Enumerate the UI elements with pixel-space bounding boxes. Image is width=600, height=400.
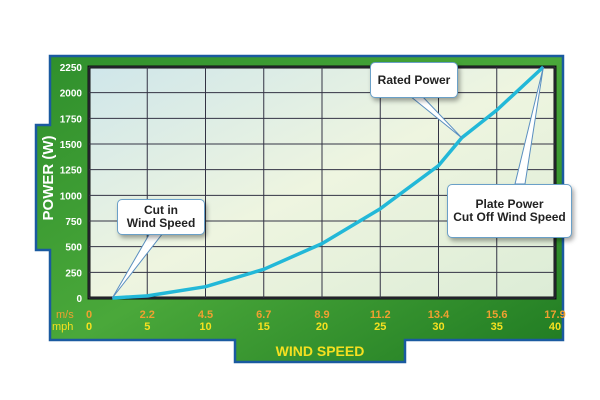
callout-cut-in-line1: Cut in bbox=[144, 203, 178, 217]
x-tick-ms: 8.9 bbox=[314, 309, 329, 321]
ms-unit-label: m/s bbox=[56, 309, 74, 321]
callout-cut-off-line2: Cut Off Wind Speed bbox=[453, 210, 566, 224]
y-tick-label: 1750 bbox=[60, 114, 83, 125]
y-tick-label: 1500 bbox=[60, 140, 83, 151]
y-tick-label: 500 bbox=[65, 243, 82, 254]
mph-unit-label: mph bbox=[52, 321, 73, 333]
callout-cut-off-line1: Plate Power bbox=[475, 197, 544, 211]
x-tick-mph: 40 bbox=[549, 321, 561, 333]
x-tick-ms: 17.9 bbox=[544, 309, 565, 321]
power-curve-line bbox=[112, 65, 545, 300]
callout-rated-power-text: Rated Power bbox=[377, 72, 451, 87]
callout-cut-in: Cut in Wind Speed bbox=[117, 199, 205, 235]
x-tick-ms: 6.7 bbox=[256, 309, 271, 321]
x-tick-mph: 30 bbox=[432, 321, 444, 333]
grid-lines bbox=[88, 66, 556, 299]
callout-cut-off: Plate Power Cut Off Wind Speed bbox=[447, 184, 572, 238]
y-tick-label: 2000 bbox=[60, 89, 83, 100]
x-tick-mph: 35 bbox=[491, 321, 503, 333]
x-tick-ms: 2.2 bbox=[140, 309, 155, 321]
x-tick-mph: 15 bbox=[258, 321, 270, 333]
x-tick-ms: 11.2 bbox=[370, 309, 391, 321]
x-tick-mph: 5 bbox=[144, 321, 150, 333]
x-tick-mph: 10 bbox=[199, 321, 211, 333]
y-tick-label: 1250 bbox=[60, 166, 83, 177]
x-tick-mph: 20 bbox=[316, 321, 328, 333]
y-tick-label: 750 bbox=[65, 217, 82, 228]
x-tick-ms: 15.6 bbox=[486, 309, 507, 321]
y-axis-title: POWER (W) bbox=[40, 136, 57, 221]
callout-cut-in-line2: Wind Speed bbox=[126, 216, 196, 230]
x-tick-ms: 13.4 bbox=[428, 309, 450, 321]
y-tick-label: 1000 bbox=[60, 191, 83, 202]
x-tick-ms: 0 bbox=[86, 309, 92, 321]
callout-rated-power: Rated Power bbox=[370, 62, 458, 98]
x-tick-ms: 4.5 bbox=[198, 309, 213, 321]
x-tick-mph: 25 bbox=[374, 321, 386, 333]
y-tick-label: 250 bbox=[65, 268, 82, 279]
x-tick-mph: 0 bbox=[86, 321, 92, 333]
x-axis-title: WIND SPEED bbox=[276, 343, 365, 359]
y-tick-label: 0 bbox=[76, 294, 82, 305]
y-tick-label: 2250 bbox=[60, 63, 83, 74]
